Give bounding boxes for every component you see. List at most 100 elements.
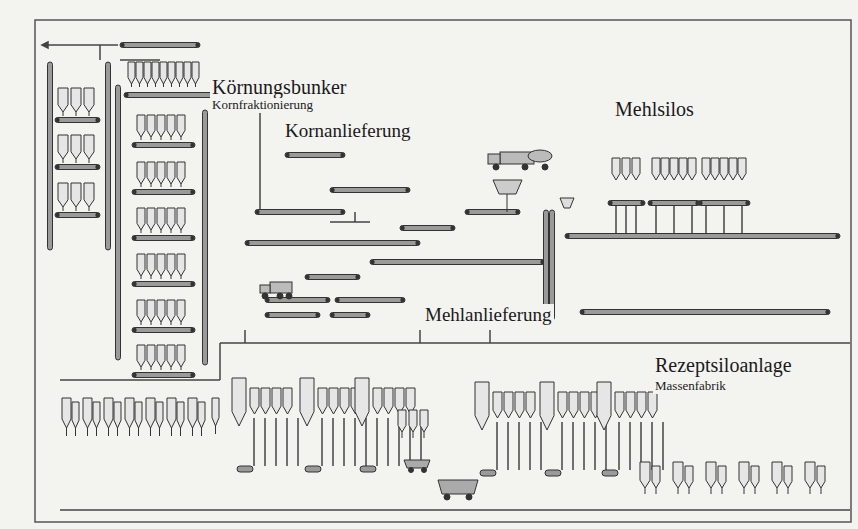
conveyor-end xyxy=(190,236,194,240)
conveyor-end xyxy=(190,143,194,147)
conveyor xyxy=(465,210,520,215)
silo-outlet xyxy=(192,428,193,436)
silo xyxy=(685,466,693,488)
silo xyxy=(160,62,167,84)
silo-outlet xyxy=(171,276,172,279)
silo xyxy=(475,382,489,430)
intake-hopper xyxy=(560,198,574,208)
conveyors xyxy=(48,43,841,477)
silo xyxy=(114,402,121,428)
elevator xyxy=(116,85,121,360)
scale xyxy=(480,470,496,476)
silo xyxy=(739,462,749,488)
silo xyxy=(772,462,782,488)
silo-outlet xyxy=(129,428,130,436)
conveyor-end xyxy=(450,226,454,230)
silo xyxy=(640,462,650,488)
pipe-line xyxy=(332,418,334,466)
conveyor-end xyxy=(132,190,136,194)
conveyor-end xyxy=(330,188,334,192)
silo xyxy=(261,388,270,414)
frame xyxy=(35,20,851,522)
silo-outlet xyxy=(138,428,139,436)
silo-outlet xyxy=(788,488,789,494)
conveyor xyxy=(132,190,195,195)
silo-outlet xyxy=(117,428,118,436)
pipe-line xyxy=(365,418,367,466)
silo-outlet xyxy=(424,432,425,438)
pipe-line xyxy=(618,422,620,470)
pipe-line xyxy=(705,203,707,236)
pipe-line xyxy=(691,203,693,236)
silo-outlet xyxy=(181,276,182,279)
area-label: Mehlanlieferung xyxy=(423,304,554,326)
silo xyxy=(198,402,205,428)
silo-outlet xyxy=(131,84,132,87)
silo-outlet xyxy=(181,230,182,233)
pipe-line xyxy=(343,418,345,466)
silo xyxy=(711,158,719,180)
conveyor xyxy=(330,188,410,193)
conveyor-end xyxy=(95,165,99,169)
conveyor-end xyxy=(640,201,644,205)
pipe-line xyxy=(605,422,607,470)
conveyor-end xyxy=(55,165,59,169)
pipe-line xyxy=(120,59,160,61)
silo-outlet xyxy=(181,137,182,140)
silo xyxy=(679,158,687,180)
area-label: Kornanlieferung xyxy=(283,120,413,142)
pipe-line xyxy=(496,422,498,470)
silo xyxy=(177,115,185,137)
silo-outlet xyxy=(171,84,172,87)
silo-outlet xyxy=(161,184,162,187)
pipe-line xyxy=(572,422,574,470)
silo-outlet xyxy=(180,428,181,436)
silo-outlet xyxy=(195,84,196,87)
pipe-line xyxy=(655,203,657,236)
pipe-line xyxy=(376,418,378,466)
conveyor-end xyxy=(515,210,519,214)
silo xyxy=(157,345,165,367)
silo xyxy=(72,402,79,428)
wagon xyxy=(404,460,478,500)
silo-outlet xyxy=(711,488,712,494)
pipe-line xyxy=(99,45,101,60)
silo xyxy=(167,208,175,230)
silo xyxy=(597,382,611,430)
silo-outlet xyxy=(171,428,172,436)
silo xyxy=(84,135,94,159)
silo xyxy=(137,254,145,276)
conveyor-end xyxy=(95,118,99,122)
silo-outlet xyxy=(151,230,152,233)
silo xyxy=(648,392,657,418)
conveyor-end xyxy=(400,226,404,230)
conveyor-end xyxy=(132,373,136,377)
silo-outlet xyxy=(141,184,142,187)
silo-outlet xyxy=(161,276,162,279)
conveyor-end xyxy=(365,313,369,317)
silo xyxy=(144,62,151,84)
silo xyxy=(147,254,155,276)
silo-outlet xyxy=(777,488,778,494)
silo-outlet xyxy=(89,207,90,211)
silo xyxy=(192,62,199,84)
arrow-head xyxy=(42,42,48,48)
area-label: Körnungsbunker xyxy=(210,76,348,99)
silo xyxy=(398,410,406,432)
silo-outlet xyxy=(179,84,180,87)
silo-outlet xyxy=(151,184,152,187)
silo xyxy=(720,158,728,180)
silo xyxy=(167,254,175,276)
grain-truck xyxy=(260,282,292,299)
conveyor xyxy=(698,201,750,206)
silo xyxy=(58,183,68,207)
silo xyxy=(176,62,183,84)
silo xyxy=(632,158,640,180)
pipe-line xyxy=(518,422,520,470)
silo xyxy=(540,382,554,430)
area-label: Rezeptsiloanlage xyxy=(653,354,794,377)
pipework xyxy=(42,42,850,510)
silo xyxy=(652,466,660,488)
silo xyxy=(167,115,175,137)
pipe-line xyxy=(529,422,531,470)
